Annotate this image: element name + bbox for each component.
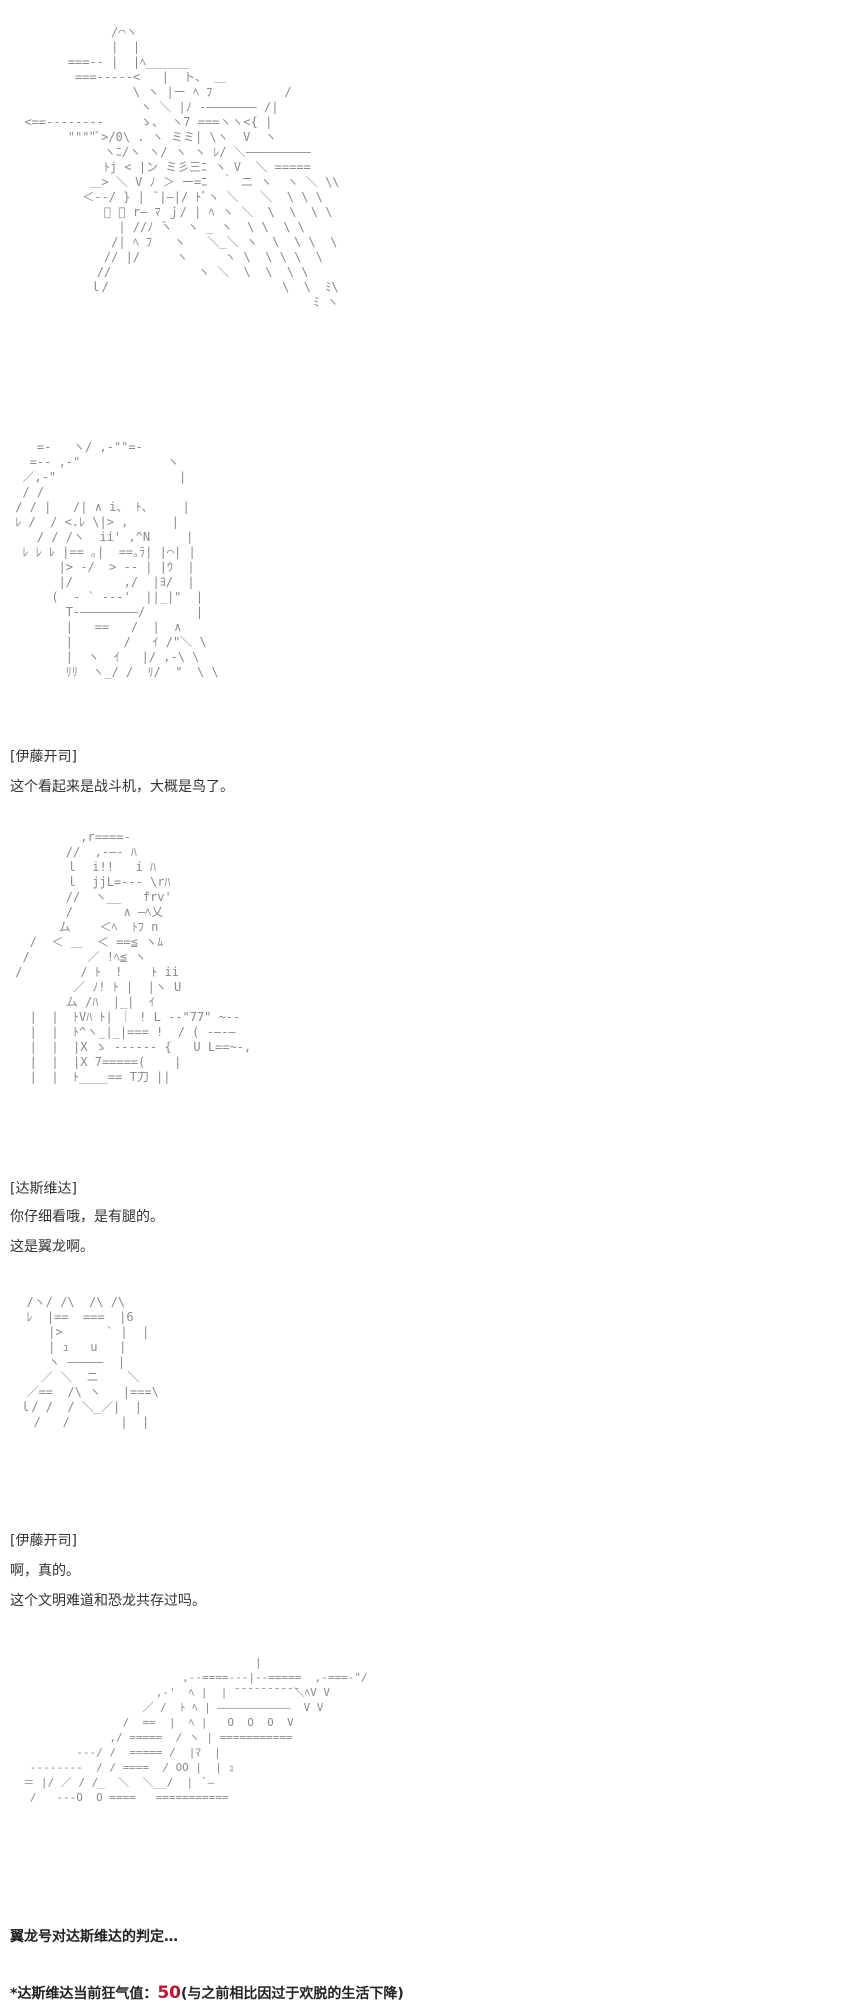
ascii-art-kaiji-surprised: /ヽ/ /\ /\ /\ ﾚ |== === |6 |> ` | | | ｭ u… (19, 1295, 159, 1429)
ascii-art-plane: /⌒ヽ | | ===-- | |ﾍ______ ===-----< | ト、 … (24, 25, 340, 309)
dialogue-line: 这是翼龙啊。 (10, 1239, 94, 1255)
status-prefix: *达斯维达当前狂气值： (10, 1986, 158, 2002)
speaker-label: [达斯维达] (10, 1181, 77, 1197)
judgement-heading: 翼龙号对达斯维达的判定… (10, 1929, 178, 1945)
sanity-status-line: *达斯维达当前狂气值：50(与之前相比因过于欢脱的生活下降) (10, 1984, 404, 2003)
dialogue-line: 你仔细看哦，是有腿的。 (10, 1209, 164, 1225)
sanity-value: 50 (157, 1983, 181, 2003)
status-suffix: (与之前相比因过于欢脱的生活下降) (181, 1986, 404, 2002)
dialogue-line: 这个看起来是战斗机，大概是鸟了。 (10, 779, 234, 795)
speaker-label: [伊藤开司] (10, 749, 77, 765)
dialogue-line: 啊，真的。 (10, 1563, 80, 1579)
speaker-label: [伊藤开司] (10, 1533, 77, 1549)
ascii-art-kaiji-face: =- ヽ/ ,-""=- =-- ,-" ヽ ／,-" | / / / / | … (15, 440, 219, 679)
ascii-art-vader: ,r====- // ,-―- ﾊ ｌ i!! i ﾊ ｌ jjL=--- \r… (15, 830, 252, 1084)
dialogue-line: 这个文明难道和恐龙共存过吗。 (10, 1593, 206, 1609)
ascii-art-pterodactyl-ship: | ,--====---|--===== ,-===-"/ ,-' ﾍ | | … (23, 1656, 368, 1804)
